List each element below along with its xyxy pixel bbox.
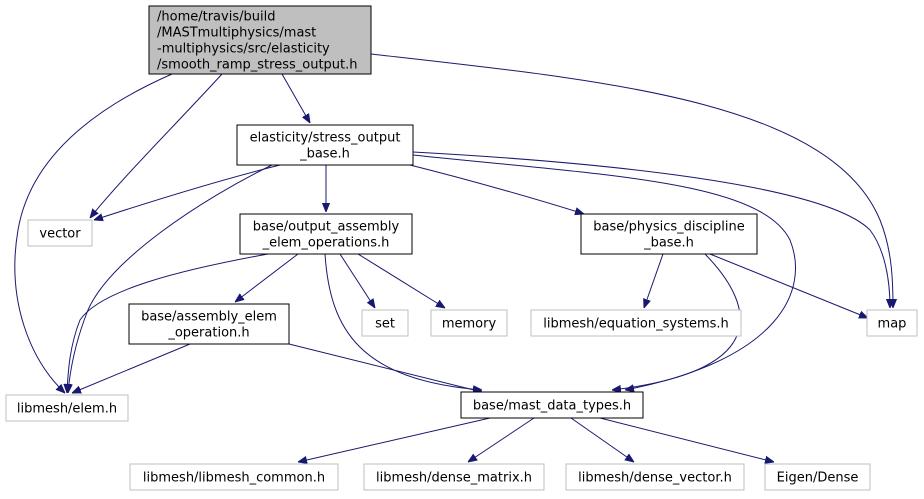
- node-eigen-dense: Eigen/Dense: [764, 463, 871, 491]
- edge-root-to-stress_output_base: [281, 73, 310, 123]
- node-label: _elem_operations.h: [262, 236, 390, 251]
- nodes-layer: /home/travis/build/MASTmultiphysics/mast…: [5, 5, 918, 491]
- node-mast-data-types[interactable]: base/mast_data_types.h: [460, 391, 644, 419]
- edge-root-to-vector: [90, 73, 223, 218]
- node-box: [129, 463, 339, 491]
- node-box: [5, 394, 129, 422]
- edge-root-to-elem: [14, 73, 173, 393]
- node-label: libmesh/dense_matrix.h: [376, 471, 532, 486]
- node-output-assembly[interactable]: base/output_assembly_elem_operations.h: [239, 213, 413, 255]
- edge-stress_output_base-to-elem: [68, 164, 273, 393]
- node-label: /home/travis/build: [157, 10, 275, 25]
- node-label: base/assembly_elem: [141, 310, 277, 325]
- node-box: [236, 124, 414, 166]
- node-label: vector: [39, 227, 81, 242]
- node-label: /smooth_ramp_stress_output.h: [157, 58, 358, 73]
- edges-layer: [14, 53, 893, 462]
- edge-output_assembly-to-memory: [357, 253, 445, 308]
- node-label: map: [878, 317, 907, 332]
- edge-stress_output_base-to-map: [412, 151, 890, 308]
- node-label: memory: [442, 317, 497, 332]
- edge-output_assembly-to-set: [339, 253, 375, 308]
- node-label: base/output_assembly: [253, 220, 400, 235]
- node-elem: libmesh/elem.h: [5, 394, 129, 422]
- node-box: [460, 391, 644, 419]
- edge-output_assembly-to-elem: [67, 253, 269, 393]
- edge-stress_output_base-to-mast_data_types: [412, 154, 797, 390]
- node-label: libmesh/dense_vector.h: [578, 471, 732, 486]
- edge-stress_output_base-to-physics_discipline: [409, 164, 584, 214]
- edge-stress_output_base-to-vector: [94, 164, 281, 220]
- node-label: /MASTmultiphysics/mast: [157, 26, 316, 41]
- edge-physics_discipline-to-map: [709, 253, 868, 319]
- node-set: set: [361, 309, 409, 337]
- node-box: [128, 303, 290, 345]
- node-label: libmesh/equation_systems.h: [543, 317, 729, 332]
- node-box: [580, 213, 758, 255]
- node-stress-output-base[interactable]: elasticity/stress_output_base.h: [236, 124, 414, 166]
- node-box: [361, 309, 409, 337]
- node-label: _base.h: [299, 147, 350, 162]
- node-label: -multiphysics/src/elasticity: [157, 42, 330, 57]
- node-map: map: [866, 309, 918, 337]
- node-box: [866, 309, 918, 337]
- node-box: [565, 463, 745, 491]
- node-libmesh-common: libmesh/libmesh_common.h: [129, 463, 339, 491]
- node-label: base/mast_data_types.h: [473, 399, 631, 414]
- node-box: [764, 463, 871, 491]
- node-memory: memory: [430, 309, 508, 337]
- node-root[interactable]: /home/travis/build/MASTmultiphysics/mast…: [148, 5, 372, 75]
- node-equation-systems: libmesh/equation_systems.h: [530, 309, 742, 337]
- node-label: libmesh/elem.h: [17, 402, 117, 417]
- node-label: set: [375, 317, 395, 332]
- edge-assembly_elem-to-elem: [72, 343, 191, 393]
- node-label: _base.h: [643, 236, 694, 251]
- node-assembly-elem[interactable]: base/assembly_elem_operation.h: [128, 303, 290, 345]
- node-label: libmesh/libmesh_common.h: [143, 471, 325, 486]
- node-label: base/physics_discipline: [593, 220, 744, 235]
- edge-root-to-map: [370, 53, 893, 308]
- node-box: [530, 309, 742, 337]
- edge-mast_data_types-to-dense_matrix: [468, 417, 535, 462]
- node-box: [239, 213, 413, 255]
- node-box: [148, 5, 372, 75]
- node-box: [27, 219, 93, 247]
- edge-physics_discipline-to-equation_systems: [644, 253, 664, 308]
- node-label: Eigen/Dense: [777, 471, 859, 486]
- node-label: _operation.h: [167, 326, 249, 341]
- node-label: elasticity/stress_output: [250, 131, 401, 146]
- edge-assembly_elem-to-mast_data_types: [288, 343, 482, 392]
- edge-mast_data_types-to-eigen_dense: [599, 417, 774, 462]
- node-dense-matrix: libmesh/dense_matrix.h: [363, 463, 545, 491]
- edge-mast_data_types-to-libmesh_common: [298, 417, 491, 462]
- node-dense-vector: libmesh/dense_vector.h: [565, 463, 745, 491]
- edge-output_assembly-to-mast_data_types: [324, 253, 482, 390]
- edge-mast_data_types-to-dense_vector: [570, 417, 634, 462]
- node-physics-discipline[interactable]: base/physics_discipline_base.h: [580, 213, 758, 255]
- edge-output_assembly-to-assembly_elem: [235, 253, 299, 302]
- node-box: [430, 309, 508, 337]
- node-box: [363, 463, 545, 491]
- node-vector: vector: [27, 219, 93, 247]
